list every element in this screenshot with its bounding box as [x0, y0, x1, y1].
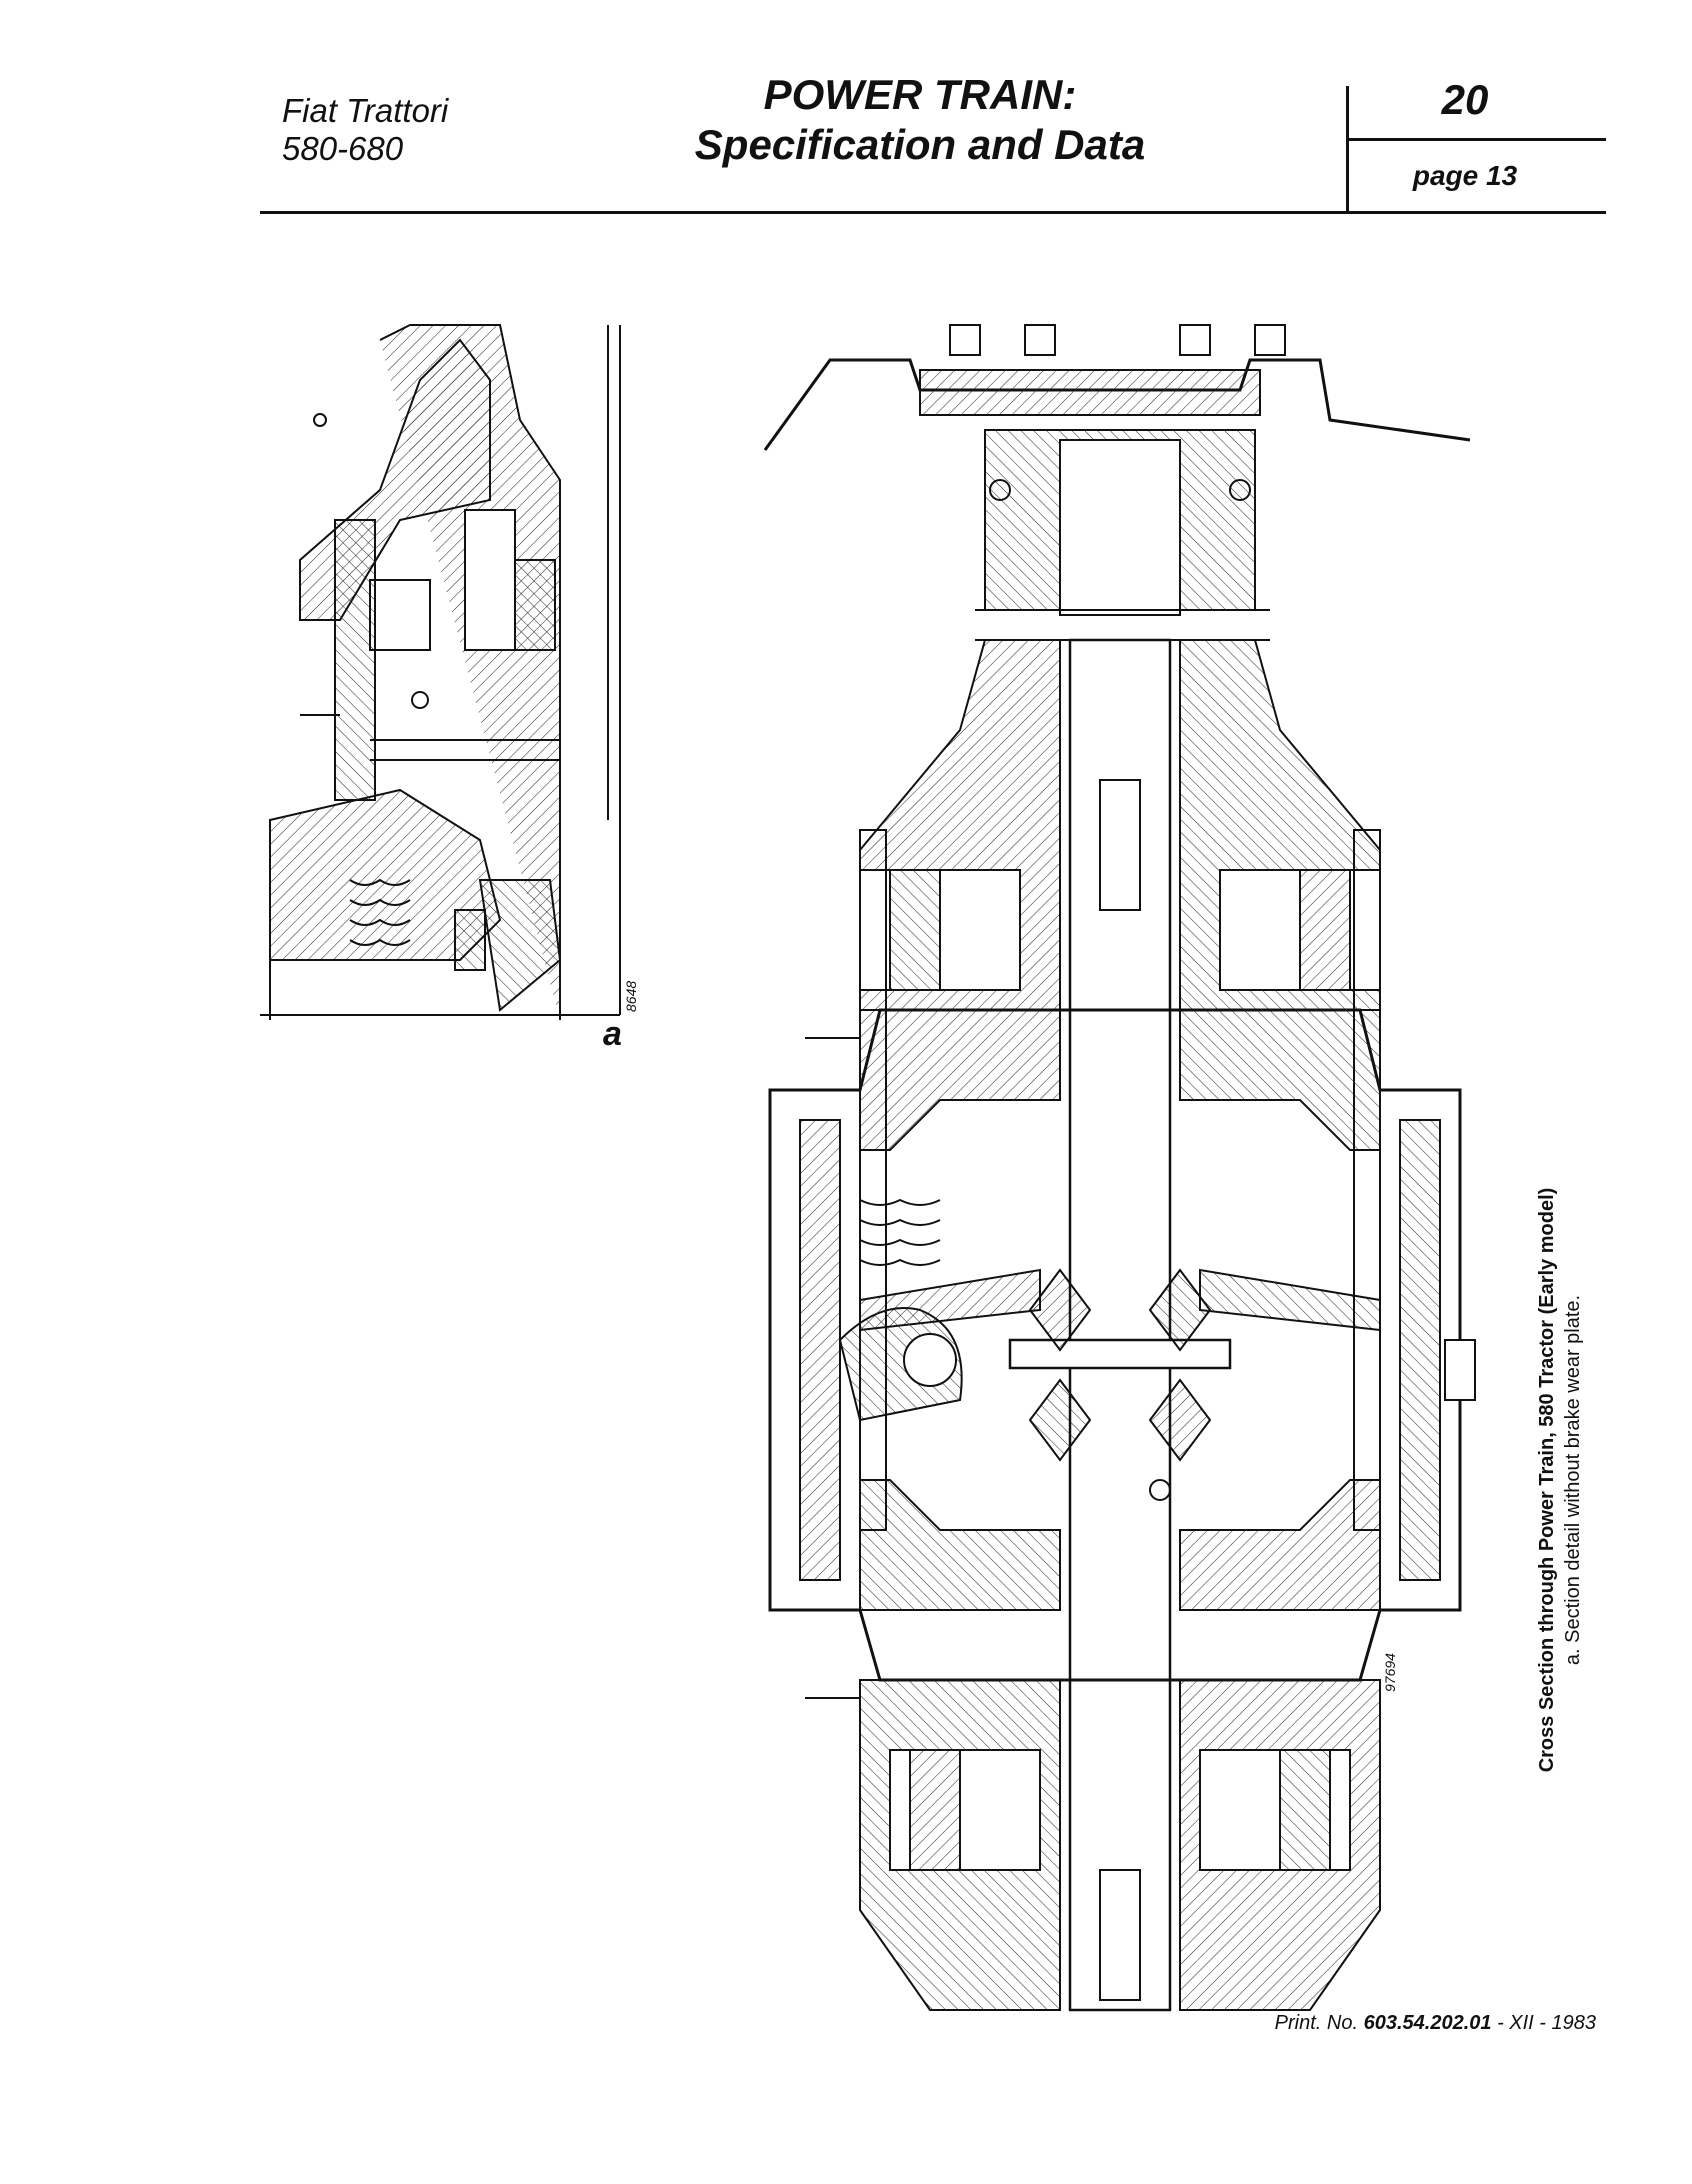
- print-number-line: Print. No. 603.54.202.01 - XII - 1983: [1160, 2012, 1596, 2035]
- section-number: 20: [1441, 76, 1489, 123]
- print-suffix: - XII - 1983: [1497, 2012, 1596, 2034]
- detail-letter: a: [603, 1015, 622, 1053]
- detail-ref-number: 8648: [623, 980, 639, 1012]
- page-title: POWER TRAIN: Specification and Data: [600, 70, 1240, 170]
- title-line-2: Specification and Data: [694, 121, 1146, 168]
- title-line-1: POWER TRAIN:: [763, 71, 1077, 118]
- header-rule: [260, 211, 1606, 214]
- print-number: 603.54.202.01: [1363, 2012, 1492, 2034]
- caption-note: a. Section detail without brake wear pla…: [1562, 1294, 1584, 1666]
- header-divider-vertical: [1346, 86, 1349, 214]
- detail-section-drawing: [260, 324, 621, 1020]
- page-number: page 13: [1412, 160, 1518, 191]
- company-name: Fiat Trattori: [282, 92, 449, 129]
- print-prefix: Print. No.: [1274, 2012, 1359, 2034]
- caption-title: Cross Section through Power Train, 580 T…: [1536, 1187, 1558, 1773]
- model-numbers: 580-680: [282, 130, 404, 167]
- main-cross-section-drawing: [763, 324, 1476, 2012]
- main-ref-number: 97694: [1382, 1653, 1398, 1692]
- header-company-block: Fiat Trattori 580-680: [282, 92, 448, 168]
- header-divider-section: [1346, 138, 1606, 141]
